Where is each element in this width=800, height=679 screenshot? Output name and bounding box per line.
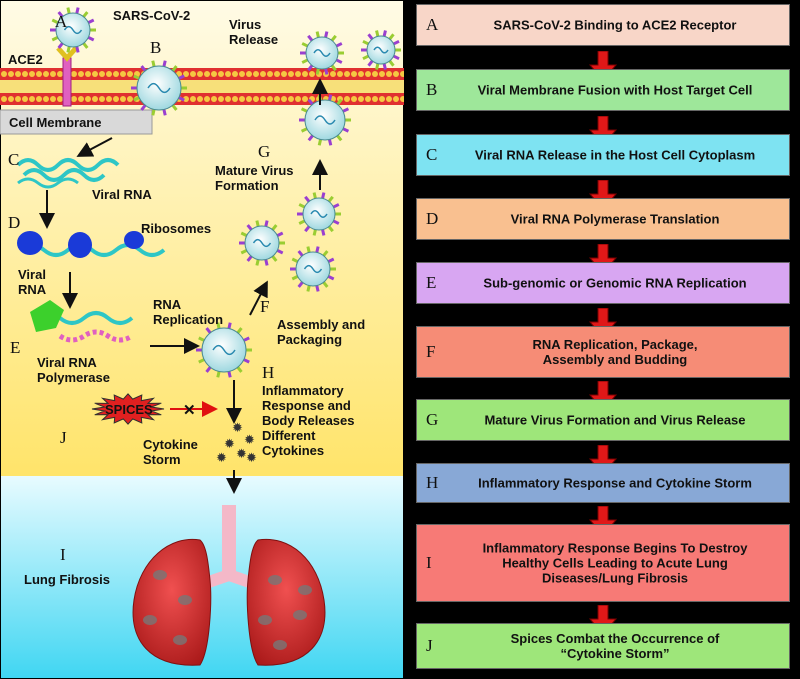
svg-text:✹: ✹: [246, 451, 257, 466]
letter-a: A: [55, 12, 68, 31]
block-x-mark: ✕: [183, 402, 196, 419]
step-e: E Sub-genomic or Genomic RNA Replication: [416, 262, 790, 304]
letter-c: C: [8, 150, 20, 169]
step-j: J Spices Combat the Occurrence of “Cytoki…: [416, 623, 790, 669]
letter-f: F: [260, 297, 270, 316]
cell-membrane-label: Cell Membrane: [9, 115, 102, 130]
step-text: Viral Membrane Fusion with Host Target C…: [477, 82, 753, 98]
step-text: Inflammatory Response Begins To Destroy …: [482, 540, 748, 586]
step-c: C Viral RNA Release in the Host Cell Cyto…: [416, 134, 790, 176]
assembly-packaging-label: Assembly and Packaging: [277, 317, 366, 347]
viral-rna-label-2: Viral RNA: [18, 267, 47, 297]
step-text: Viral RNA Release in the Host Cell Cytop…: [474, 147, 756, 163]
step-text: Viral RNA Polymerase Translation: [510, 211, 720, 227]
inflammatory-response-label: Inflammatory Response and Body Releases …: [262, 383, 355, 458]
step-letter: G: [426, 410, 439, 429]
rna-replication-label: RNA Replication: [153, 297, 224, 327]
viral-rna-label: Viral RNA: [92, 187, 152, 202]
svg-text:✹: ✹: [224, 437, 235, 452]
letter-d: D: [8, 213, 21, 232]
viral-rna-polymerase-label: Viral RNA Polymerase: [37, 355, 110, 385]
step-b: B Viral Membrane Fusion with Host Target …: [416, 69, 790, 111]
letter-h: H: [262, 363, 275, 382]
letter-e: E: [10, 338, 21, 357]
virus-release-label: Virus Release: [229, 17, 279, 47]
svg-text:✹: ✹: [216, 451, 227, 466]
letter-j: J: [60, 428, 67, 447]
step-letter: E: [426, 273, 437, 292]
step-text: RNA Replication, Package, Assembly and B…: [532, 337, 698, 367]
viral-rna-strand: [16, 158, 120, 189]
step-text: Mature Virus Formation and Virus Release: [484, 412, 746, 428]
step-h: H Inflammatory Response and Cytokine Stor…: [416, 463, 790, 503]
letter-i: I: [60, 545, 66, 564]
step-i: I Inflammatory Response Begins To Destroy…: [416, 524, 790, 602]
step-letter: D: [426, 209, 439, 228]
ribosomes-label: Ribosomes: [141, 221, 212, 236]
spices-burst: [91, 393, 165, 425]
step-text: Inflammatory Response and Cytokine Storm: [478, 475, 752, 491]
step-f: F RNA Replication, Package, Assembly and …: [416, 326, 790, 378]
lung-illustration: [132, 505, 326, 666]
title-sars-cov-2: SARS-CoV-2: [113, 8, 191, 23]
step-letter: B: [426, 80, 438, 99]
cytokine-storm-label: Cytokine Storm: [143, 437, 198, 467]
spices-label: SPICES: [105, 402, 153, 417]
letter-g: G: [258, 142, 271, 161]
pathway-arrows: [39, 78, 328, 494]
step-letter: C: [426, 145, 438, 164]
cell-membrane: [0, 68, 404, 105]
step-letter: H: [426, 473, 439, 492]
pathway-illustration: ✕ ✹✹✹✹✹✹ SARS-CoV-2 ACE2 Cell Membrane V…: [0, 0, 404, 679]
cell-membrane-label-box: [0, 109, 153, 135]
step-letter: I: [426, 553, 432, 572]
lung-fibrosis-label: Lung Fibrosis: [24, 572, 110, 587]
ace2-receptor: [56, 46, 78, 107]
step-text: Sub-genomic or Genomic RNA Replication: [483, 275, 747, 291]
pathway-graphic: ✕ ✹✹✹✹✹✹: [0, 0, 404, 679]
ace2-label: ACE2: [8, 52, 43, 67]
step-a: A SARS-CoV-2 Binding to ACE2 Receptor: [416, 4, 790, 46]
step-letter: A: [426, 15, 439, 34]
svg-text:✹: ✹: [236, 447, 247, 462]
svg-text:✹: ✹: [244, 433, 255, 448]
step-letter: J: [426, 636, 433, 655]
step-text: SARS-CoV-2 Binding to ACE2 Receptor: [493, 17, 737, 33]
cytokine-stars: ✹✹✹✹✹✹: [216, 421, 257, 466]
step-text: Spices Combat the Occurrence of “Cytokin…: [510, 631, 720, 661]
step-letter: F: [426, 342, 436, 361]
rna-polymerase: [30, 300, 134, 343]
ribosome-strand: [17, 231, 166, 258]
svg-text:✹: ✹: [232, 421, 243, 436]
mature-virus-formation-label: Mature Virus Formation: [215, 163, 294, 193]
letter-b: B: [150, 38, 162, 57]
step-g: G Mature Virus Formation and Virus Releas…: [416, 399, 790, 441]
step-d: D Viral RNA Polymerase Translation: [416, 198, 790, 240]
virus-particles: [50, 7, 401, 378]
